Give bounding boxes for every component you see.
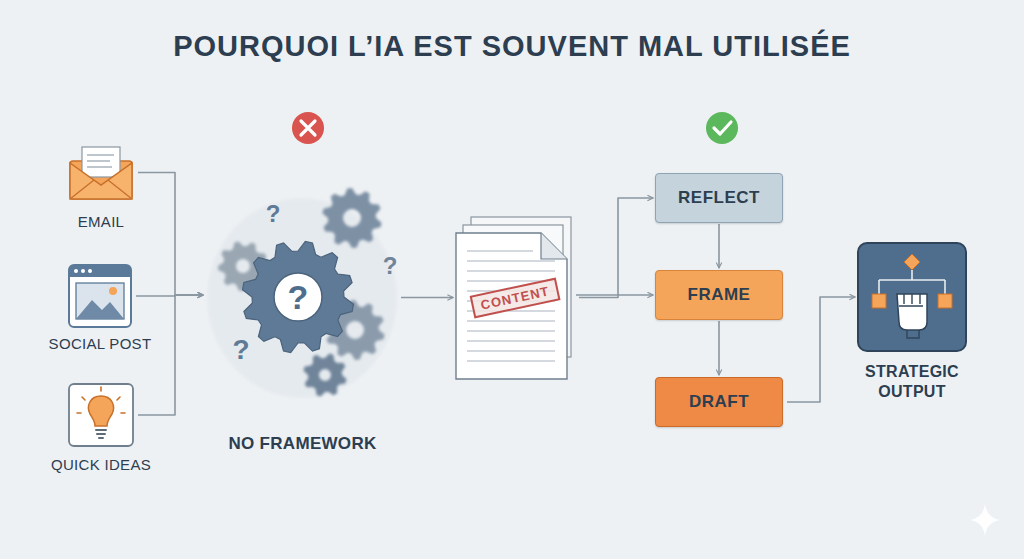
connector	[718, 224, 720, 268]
connector	[579, 198, 653, 298]
box-label: FRAME	[688, 285, 751, 305]
check-badge	[706, 112, 738, 144]
strategic-art	[857, 242, 967, 352]
envelope-art	[68, 145, 134, 200]
question-mark: ?	[266, 202, 281, 226]
box-label: REFLECT	[678, 188, 760, 208]
idea-icon: QUICK IDEAS	[68, 383, 134, 447]
connector	[401, 297, 453, 299]
process-box: REFLECT	[655, 173, 783, 223]
connector	[718, 321, 720, 375]
social-post-icon: SOCIAL POST	[68, 264, 132, 328]
document-stack: CONTENT	[455, 215, 575, 380]
question-mark: ?	[383, 254, 398, 278]
bulb-art	[68, 383, 134, 447]
sparkle	[970, 504, 1000, 536]
process-box: DRAFT	[655, 377, 783, 427]
node-label: SOCIAL POST	[49, 335, 152, 352]
title: POURQUOI L’IA EST SOUVENT MAL UTILISÉE	[0, 30, 1024, 63]
output-icon: STRATEGIC OUTPUT	[857, 242, 967, 352]
connector	[138, 173, 203, 296]
node-label: EMAIL	[78, 213, 125, 230]
node-label: NO FRAMEWORK	[228, 434, 376, 454]
cross-badge	[292, 112, 324, 144]
box-label: DRAFT	[689, 392, 749, 412]
connector	[787, 297, 855, 402]
node-label: QUICK IDEAS	[51, 456, 151, 473]
question-mark: ?	[232, 336, 249, 364]
post-art	[68, 264, 132, 328]
node-label: STRATEGIC OUTPUT	[852, 362, 972, 402]
connector	[138, 295, 203, 415]
process-box: FRAME	[655, 270, 783, 320]
question-mark: ?	[288, 280, 309, 314]
email-icon: EMAIL	[68, 145, 134, 200]
connector	[576, 294, 653, 296]
